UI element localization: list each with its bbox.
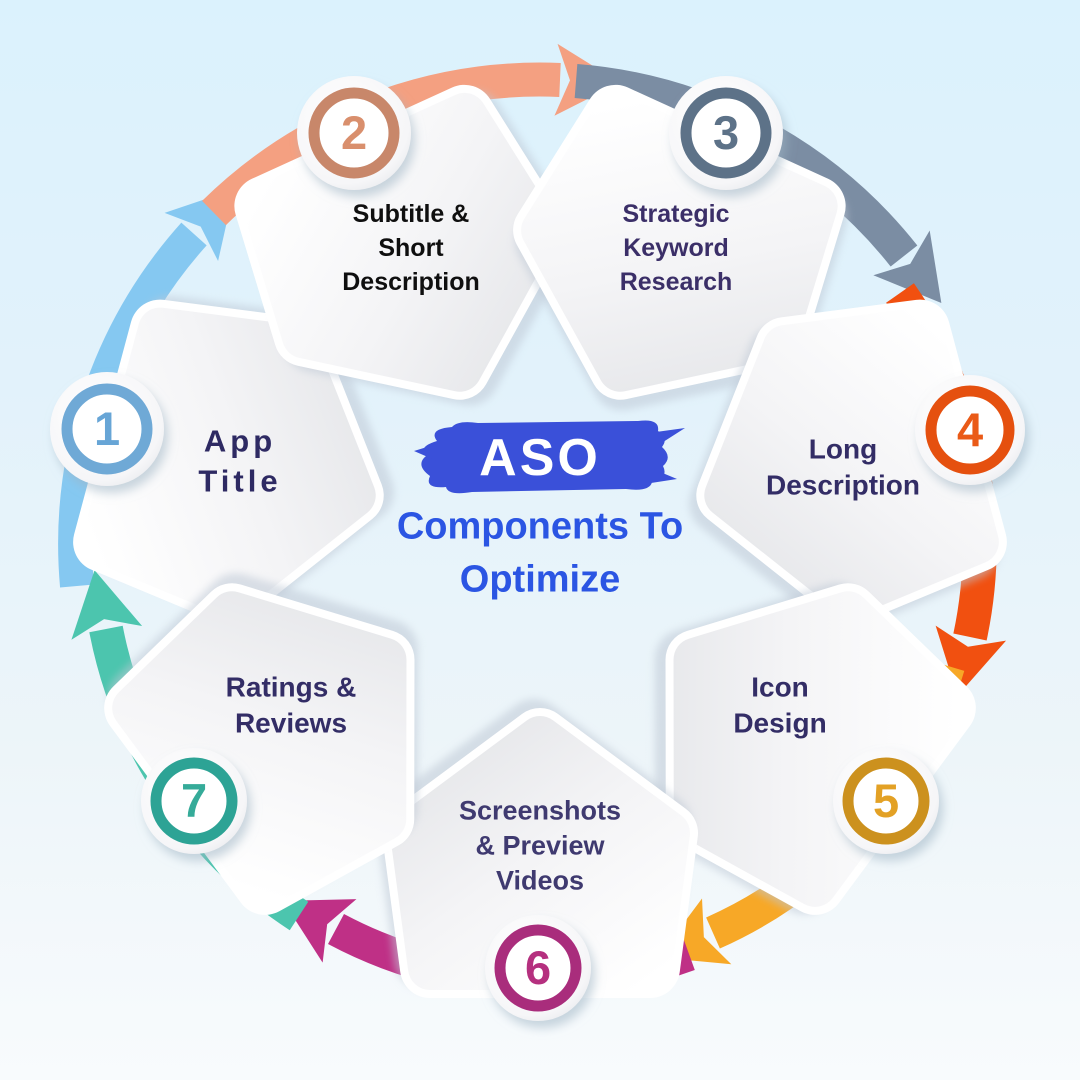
petal-4 — [689, 299, 1007, 633]
segment-label-app-title: App Title — [198, 423, 282, 499]
svg-text:5: 5 — [873, 774, 899, 827]
arrowhead-icon — [283, 899, 357, 963]
number-badge-3: 3 — [669, 76, 783, 190]
number-badge-5: 5 — [833, 748, 939, 854]
petal-6 — [376, 699, 698, 998]
segment-label-long-description: Long Description — [765, 433, 921, 501]
center-badge-brush — [414, 420, 685, 494]
segment-label-screenshots-preview-videos: Screenshots & Preview Videos — [458, 795, 622, 896]
arrowhead-icon — [873, 230, 942, 303]
petal-1 — [73, 296, 394, 625]
arrowhead-icon — [71, 570, 143, 640]
number-badge-2: 2 — [297, 76, 411, 190]
number-badge-6: 6 — [485, 915, 591, 1021]
center-title-line1: Components To — [396, 505, 684, 548]
badge-title: ASO — [479, 429, 601, 487]
petal-5 — [654, 582, 976, 915]
svg-text:2: 2 — [341, 106, 367, 159]
svg-text:3: 3 — [713, 106, 739, 159]
number-badge-4: 4 — [915, 375, 1025, 485]
petal-7 — [104, 573, 419, 915]
svg-text:6: 6 — [525, 941, 551, 994]
svg-text:1: 1 — [94, 402, 120, 455]
segment-label-ratings-reviews: Ratings & Reviews — [225, 671, 357, 739]
number-badge-1: 1 — [50, 372, 164, 486]
number-badge-7: 7 — [141, 748, 247, 854]
segment-label-icon-design: Icon Design — [733, 671, 827, 739]
center-title-line2: Optimize — [459, 558, 621, 601]
segment-label-strategic-keyword-research: Strategic Keyword Research — [619, 200, 733, 296]
svg-text:7: 7 — [181, 774, 207, 827]
segment-label-subtitle-short-description: Subtitle & Short Description — [342, 200, 480, 296]
svg-text:4: 4 — [957, 403, 983, 456]
